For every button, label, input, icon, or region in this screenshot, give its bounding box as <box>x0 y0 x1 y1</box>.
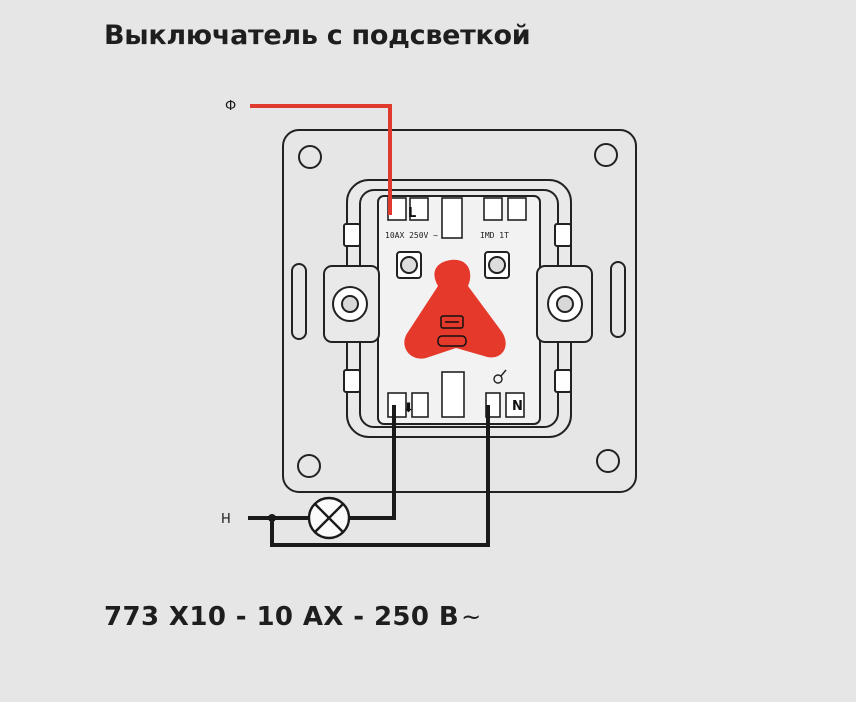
wire-junction <box>268 514 276 522</box>
clamp-screw-left <box>332 286 368 322</box>
load-wires <box>248 405 490 547</box>
terminal-arrow-icon: ⬇ <box>403 401 414 416</box>
terminal-label-l: L <box>408 206 416 221</box>
phase-label: Ф <box>225 99 236 114</box>
lamp-icon <box>307 496 351 540</box>
top-terminal-teeth <box>387 197 527 239</box>
rocker-actuator <box>404 259 506 359</box>
rocker-pivot <box>437 315 467 347</box>
indicator-lamp-icon <box>493 369 507 384</box>
spec-text: 773 X10 - 10 AX - 250 B <box>104 602 460 632</box>
terminal-screw-left <box>396 251 422 279</box>
terminal-label-n: N <box>512 399 523 414</box>
phase-wire <box>250 104 392 215</box>
ac-symbol: ~ <box>461 603 482 631</box>
diagram-title: Выключатель с подсветкой <box>104 20 531 51</box>
model-marking: IMD 1T <box>480 231 509 240</box>
spec-line: 773 X10 - 10 AX - 250 B~ <box>104 602 482 632</box>
mounting-frame <box>282 129 637 493</box>
clamp-screw-right <box>547 286 583 322</box>
corner-tabs <box>343 223 572 393</box>
terminal-screw-right <box>484 251 510 279</box>
rating-marking: 10AX 250V ~ <box>385 231 438 240</box>
neutral-label: Н <box>221 512 231 527</box>
